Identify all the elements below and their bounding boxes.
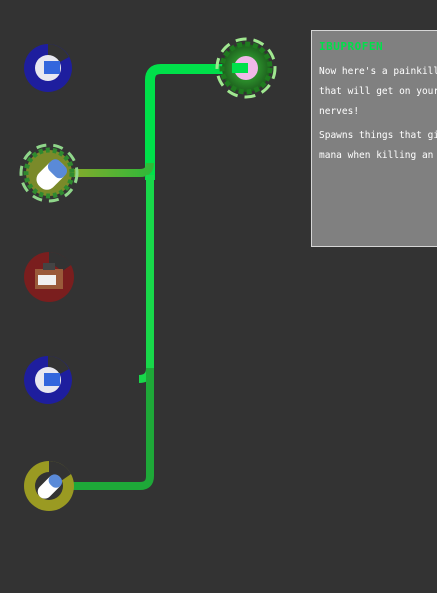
trunk-middle bbox=[138, 175, 154, 383]
trunk-upper bbox=[145, 64, 238, 180]
tree-connections bbox=[48, 64, 238, 490]
connector-node-2 bbox=[52, 162, 154, 177]
tooltip-description-line: Now here's a painkille bbox=[319, 66, 437, 77]
tooltip-title: IBUPROFEN bbox=[319, 40, 384, 53]
skill-node-4[interactable] bbox=[24, 356, 72, 404]
skill-node-2[interactable] bbox=[19, 143, 79, 203]
skill-tooltip: IBUPROFEN Now here's a painkille that wi… bbox=[311, 30, 437, 247]
skill-node-5[interactable] bbox=[24, 460, 74, 511]
tooltip-effect-line: mana when killing an e bbox=[319, 150, 437, 161]
tooltip-effect-line: Spawns things that gi bbox=[319, 130, 437, 141]
skill-node-3[interactable] bbox=[24, 251, 74, 302]
tooltip-description-line: that will get on your bbox=[319, 86, 437, 97]
skill-node-ibuprofen[interactable] bbox=[215, 37, 277, 99]
skill-node-1[interactable] bbox=[24, 44, 72, 92]
tooltip-description-line: nerves! bbox=[319, 106, 360, 117]
